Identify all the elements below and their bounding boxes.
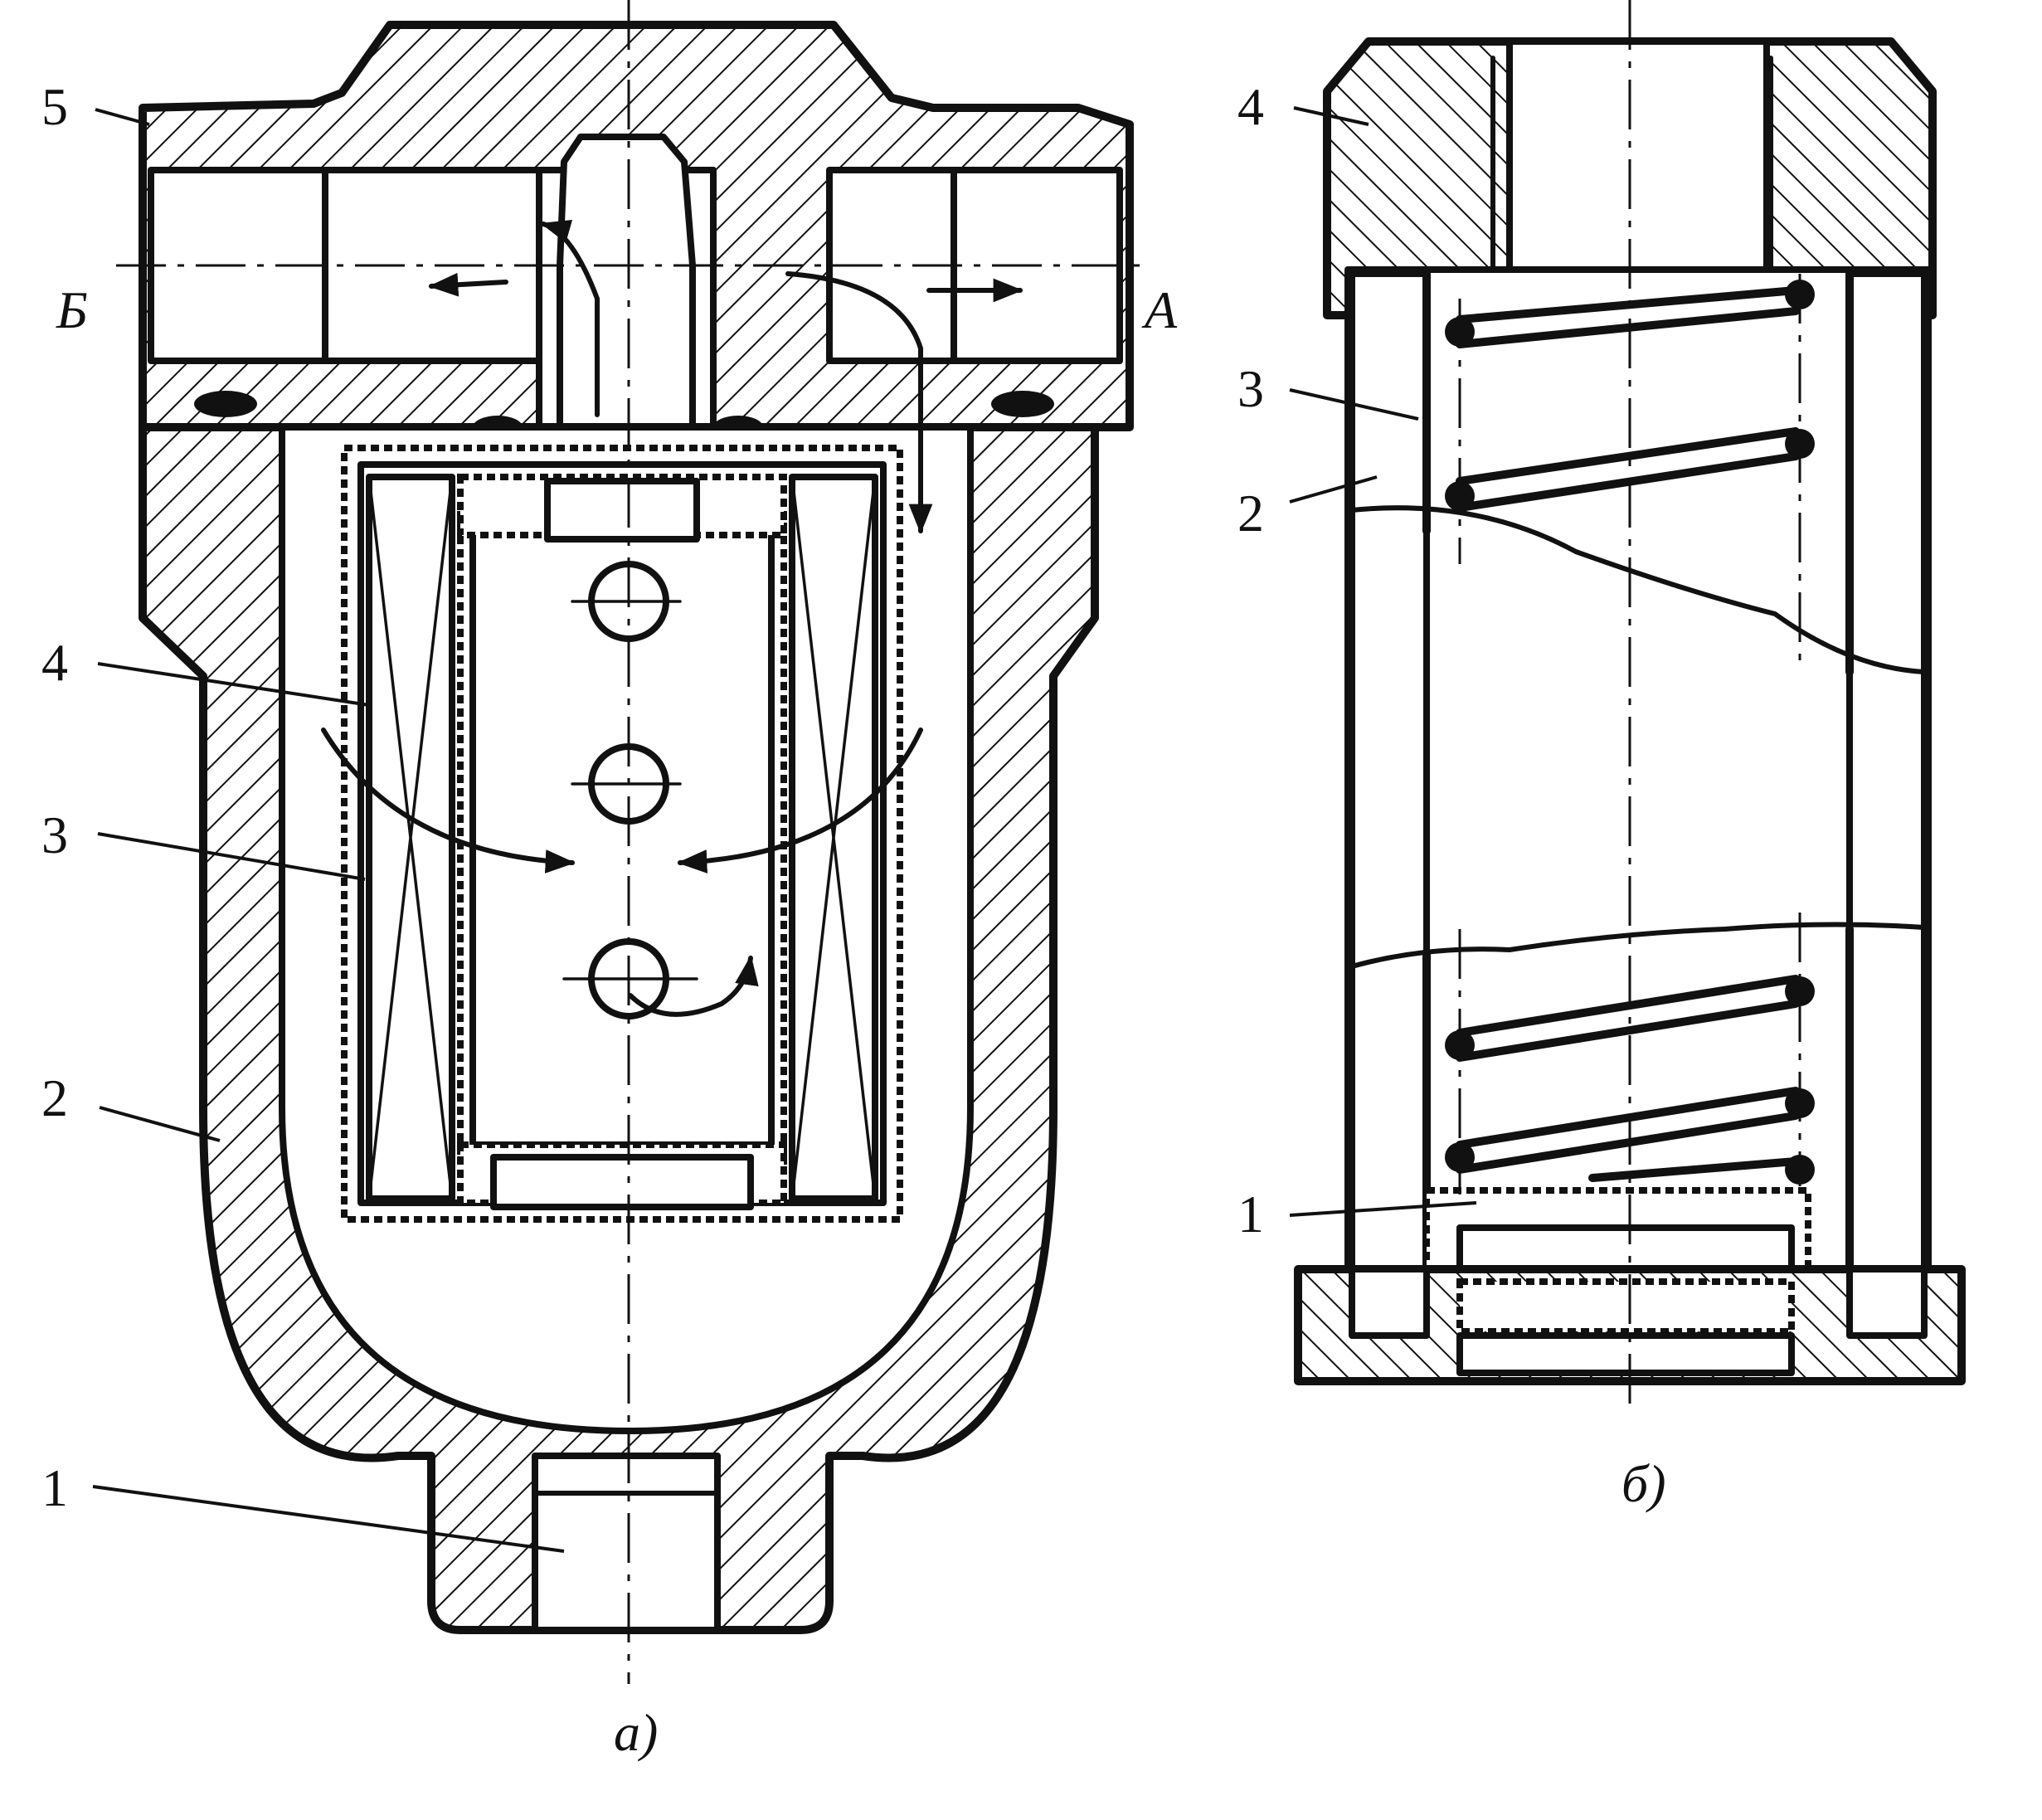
label-b-part-1: 1 (1237, 1185, 1264, 1243)
label-a-part-3: 3 (41, 805, 68, 864)
label-a-part-4: 4 (41, 633, 68, 692)
port-outlet-label: Б (56, 280, 88, 339)
view-a-filter-assembly: 5 4 3 2 1 Б А а) (41, 0, 1178, 1762)
label-a-part-2: 2 (41, 1068, 68, 1127)
side-wall-right (1846, 270, 1928, 1347)
side-wall-left (1349, 270, 1430, 1347)
label-b-part-4: 4 (1237, 77, 1264, 136)
caption-view-a: а) (614, 1703, 658, 1762)
caption-view-b: б) (1621, 1454, 1666, 1513)
flow-arrows (321, 220, 1023, 1017)
port-inlet-label: А (1141, 280, 1178, 339)
cylinder-body (1344, 266, 1932, 1351)
label-b-part-2: 2 (1237, 484, 1264, 543)
label-b-part-3: 3 (1237, 359, 1264, 418)
label-a-part-1: 1 (41, 1458, 68, 1517)
view-b-filter-detail: 4 3 2 1 б) (1237, 0, 1966, 1513)
label-a-part-5: 5 (41, 77, 68, 136)
drain-plug-part-1 (532, 1453, 721, 1633)
